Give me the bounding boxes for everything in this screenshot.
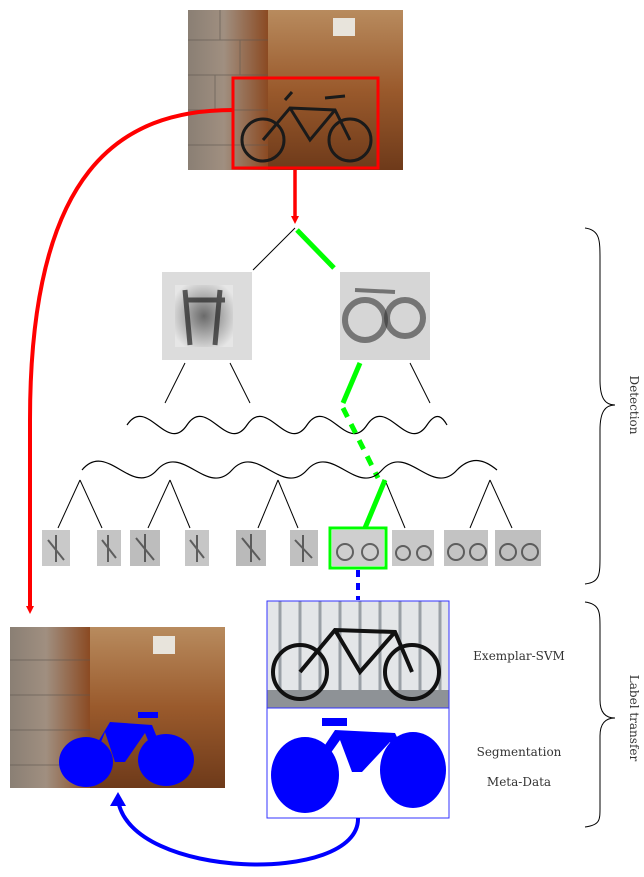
tree-branch-left xyxy=(252,227,296,271)
wavy-ellipsis-lower xyxy=(81,460,498,479)
detection-brace xyxy=(584,227,616,585)
label-transfer-label: Label transfer xyxy=(627,675,641,762)
exemplar-svm-label: Exemplar-SVM xyxy=(473,649,565,663)
tree-line xyxy=(229,362,251,404)
label-transfer-brace xyxy=(584,601,616,828)
blue-arrowhead xyxy=(110,792,126,806)
green-leaf-line xyxy=(362,479,388,529)
segmentation-label: Segmentation xyxy=(477,745,562,759)
blue-curved-arrow xyxy=(116,799,361,867)
matched-exemplar-box xyxy=(328,526,388,570)
segmentation-mask xyxy=(266,707,450,819)
detection-label: Detection xyxy=(627,376,641,435)
tree-branch-right-highlight xyxy=(295,228,336,270)
meta-data-label: Meta-Data xyxy=(487,775,551,789)
leaf-thumbnails xyxy=(42,530,541,566)
green-dashed-path xyxy=(340,406,381,480)
input-photo xyxy=(188,10,403,170)
hog-template-right xyxy=(340,272,430,360)
detection-box xyxy=(231,76,380,170)
result-photo xyxy=(10,627,225,788)
leaf-lines xyxy=(57,479,513,529)
tree-line xyxy=(164,362,186,404)
exemplar-photo xyxy=(267,601,449,708)
tree-line-highlight xyxy=(340,362,363,404)
hog-template-left xyxy=(162,272,252,360)
red-curved-arrow xyxy=(26,108,234,614)
wavy-ellipsis-upper xyxy=(126,415,448,435)
tree-line xyxy=(409,362,431,404)
